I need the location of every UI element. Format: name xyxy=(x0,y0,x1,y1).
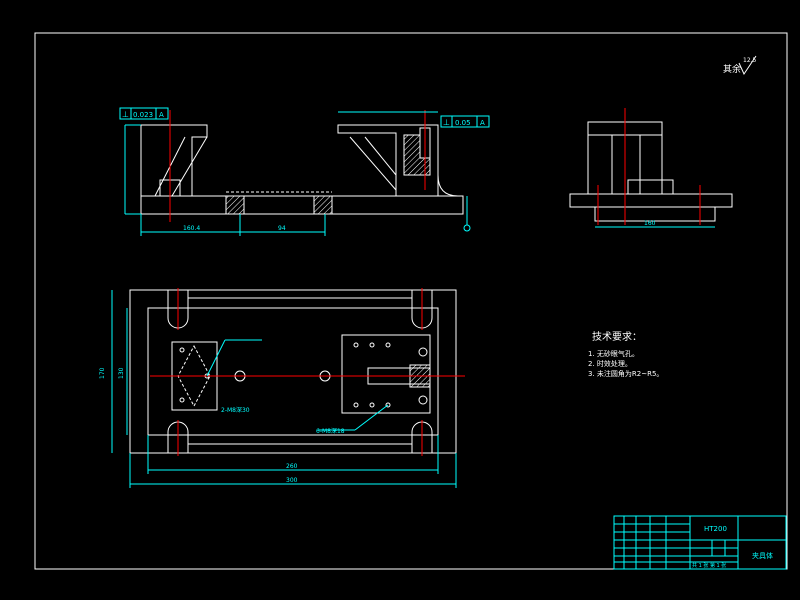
title-block-part-name: 夹具体 xyxy=(752,551,773,560)
tech-requirement-3: 3. 未注圆角为R2~R5。 xyxy=(588,369,663,378)
title-block-sheet-info: 共 1 张 第 1 张 xyxy=(692,562,726,569)
front-base-plate xyxy=(140,195,464,215)
side-base xyxy=(569,193,733,208)
plan-view: 170 130 260 300 2-M8深30 6-M8深18 xyxy=(99,288,465,488)
plan-outline xyxy=(129,289,457,454)
plan-left-diamond xyxy=(177,344,211,408)
front-view: ⊥ 0.023 A ⊥ 0.05 A xyxy=(119,107,490,236)
tolerance-left-value: 0.023 xyxy=(133,111,153,119)
plan-note-holes-left: 2-M8深30 xyxy=(221,406,250,414)
side-slot xyxy=(627,179,674,195)
front-right-rib xyxy=(349,136,397,191)
front-dim-width-mid: 94 xyxy=(278,225,286,232)
tolerance-right-value: 0.05 xyxy=(455,119,471,127)
plan-note-holes-right: 6-M8深18 xyxy=(316,427,345,435)
plan-left-hole-2 xyxy=(179,397,185,403)
plan-left-hole-1 xyxy=(179,347,185,353)
plan-dim-width-inner: 260 xyxy=(286,463,298,470)
tolerance-frame-left: ⊥ 0.023 A xyxy=(119,107,169,120)
front-right-rib-2 xyxy=(364,136,397,176)
tech-requirement-2: 2. 时效处理。 xyxy=(588,359,632,368)
drawing-frame-border xyxy=(34,32,788,570)
side-base-lower xyxy=(594,206,716,222)
front-slot-left xyxy=(225,195,245,215)
plan-dim-width-outer: 300 xyxy=(286,477,298,484)
front-slot-right xyxy=(313,195,333,215)
side-dim-width: 160 xyxy=(644,220,656,227)
tolerance-right-symbol: ⊥ xyxy=(443,118,450,127)
surface-note-label: 其余 xyxy=(723,63,741,75)
plan-dim-height-inner: 130 xyxy=(118,367,125,379)
title-block xyxy=(613,515,787,570)
title-block-material: HT200 xyxy=(704,525,727,533)
front-right-fillet xyxy=(437,174,459,197)
tech-requirements: 技术要求： 1. 无砂眼气孔。 2. 时效处理。 3. 未注圆角为R2~R5。 xyxy=(588,330,663,378)
front-left-upright xyxy=(140,124,208,197)
tech-requirements-title: 技术要求： xyxy=(592,330,642,343)
roughness-symbol-icon xyxy=(738,55,757,76)
front-left-rib-2 xyxy=(171,136,208,197)
tech-requirement-1: 1. 无砂眼气孔。 xyxy=(588,349,639,358)
plan-inner-outline xyxy=(147,307,439,436)
tolerance-frame-right: ⊥ 0.05 A xyxy=(440,115,490,128)
side-view: 160 xyxy=(569,108,733,228)
front-dim-width-left: 160.4 xyxy=(183,225,200,232)
plan-dim-height-outer: 170 xyxy=(99,367,106,379)
tolerance-left-datum: A xyxy=(159,111,164,119)
surface-note-value: 12.5 xyxy=(743,57,757,64)
plan-dimensions xyxy=(111,290,457,488)
front-dimensions xyxy=(124,111,471,236)
tolerance-right-datum: A xyxy=(480,119,485,127)
surface-roughness-note: 其余 12.5 xyxy=(723,55,757,76)
front-right-upright xyxy=(337,124,439,197)
tolerance-left-symbol: ⊥ xyxy=(122,110,129,119)
